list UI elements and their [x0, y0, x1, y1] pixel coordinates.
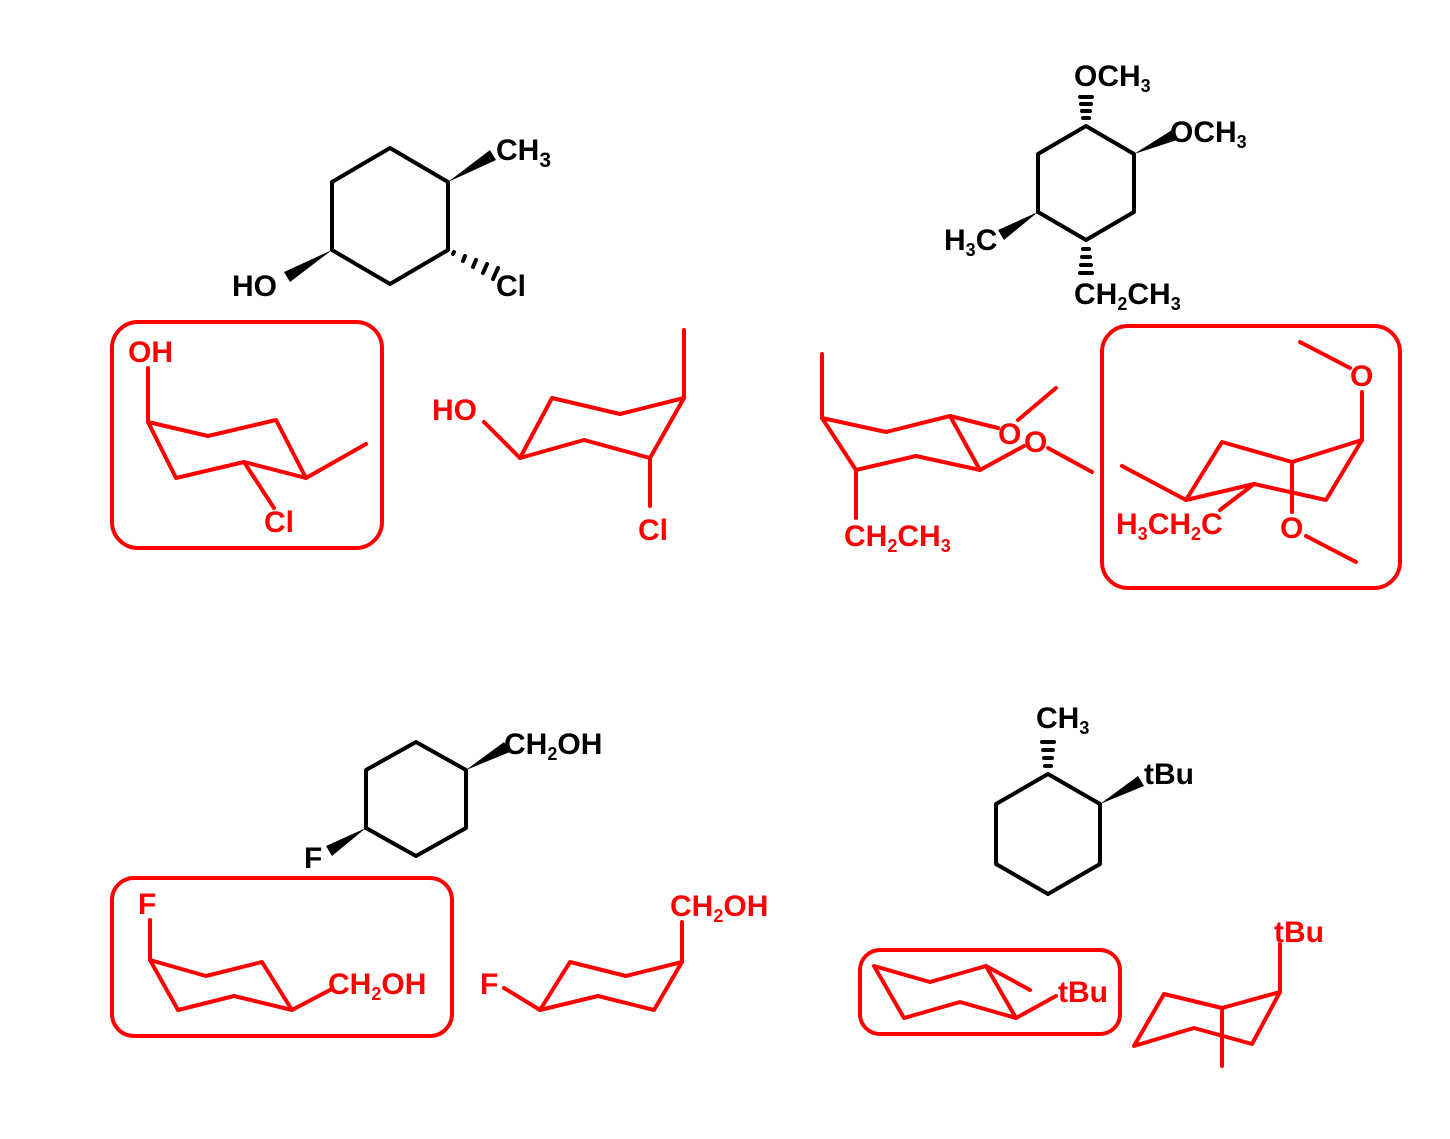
ch3-label: CH3 — [496, 134, 551, 172]
equatorial-bond-oh — [482, 420, 522, 460]
cl-label: Cl — [496, 270, 526, 303]
equatorial-bond-ch3 — [304, 442, 368, 480]
tbu-label: tBu — [1058, 976, 1108, 1009]
equatorial-bond-ch2oh — [290, 988, 332, 1012]
molecule-3-conformer-a: F CH2OH — [110, 876, 454, 1038]
oh-label: OH — [128, 336, 173, 369]
molecule-3-structure: CH2OH F — [304, 728, 602, 875]
ethyl-label: CH2CH3 — [1074, 278, 1181, 314]
bond-cl — [242, 460, 276, 510]
wedge-bond-ch3 — [448, 150, 496, 182]
wedge-bond-tbu — [1100, 776, 1144, 804]
tbu-label: tBu — [1144, 758, 1194, 791]
chair-ring — [1184, 438, 1364, 502]
hash-bond-ethyl — [1078, 247, 1094, 275]
molecule-4-structure: CH3 tBu — [994, 702, 1194, 896]
cl-label: Cl — [264, 506, 294, 539]
cl-label: Cl — [638, 514, 668, 547]
f-label: F — [304, 842, 322, 875]
ho-label: HO — [432, 394, 477, 427]
o1-label: O — [1350, 360, 1373, 393]
cyclohexane-ring — [994, 772, 1102, 896]
equatorial-bond-f — [502, 986, 542, 1012]
molecule-2-structure: OCH3 OCH3 H3C CH2CH3 — [944, 60, 1247, 314]
wedge-bond-oh — [284, 250, 332, 282]
och3-label-right: OCH3 — [1170, 116, 1247, 152]
ch2oh-label: CH2OH — [670, 890, 768, 926]
bond-ethyl — [1218, 482, 1256, 512]
cyclohexane-ring — [330, 146, 450, 286]
h3c-label: H3C — [944, 224, 997, 260]
f-label: F — [138, 888, 156, 921]
tbu-label: tBu — [1274, 916, 1324, 949]
bond-o2-methyl — [1304, 534, 1358, 564]
molecule-4-conformer-a: tBu — [858, 948, 1122, 1036]
cyclohexane-ring — [364, 740, 468, 858]
hash-bond-cl — [451, 250, 500, 281]
chair-ring — [538, 960, 684, 1012]
ch2oh-label: CH2OH — [504, 728, 602, 764]
wedge-bond-ch3 — [998, 212, 1038, 240]
bond-methyl — [1120, 464, 1188, 502]
bond-methyl — [984, 964, 1032, 992]
bond-o2 — [978, 444, 1026, 472]
ho-label: HO — [232, 270, 277, 303]
ch2oh-label: CH2OH — [328, 968, 426, 1004]
ethyl-label: H3CH2C — [1116, 508, 1223, 544]
bond-o1 — [948, 414, 1000, 430]
chair-ring — [820, 414, 982, 472]
chair-ring — [1132, 990, 1282, 1048]
o2-label: O — [1024, 426, 1047, 459]
hash-bond-ch3 — [1040, 740, 1056, 768]
molecule-1-conformer-b: HO Cl — [432, 328, 686, 547]
molecule-3-conformer-b: F CH2OH — [480, 890, 768, 1012]
equatorial-bond-tbu — [1014, 994, 1058, 1020]
bond-o2-methyl — [1046, 446, 1094, 474]
bond-o1-methyl — [1298, 340, 1352, 370]
molecule-1-conformer-a: OH Cl — [110, 320, 384, 550]
preferred-conformer-box — [858, 948, 1122, 1036]
ch3-label: CH3 — [1036, 702, 1089, 738]
o2-label: O — [1280, 512, 1303, 545]
hash-bond-och3-top — [1078, 95, 1094, 120]
chair-ring — [148, 958, 294, 1012]
cyclohexane-ring — [1036, 124, 1136, 242]
molecule-1-structure: CH3 Cl HO — [232, 134, 551, 303]
chair-ring — [518, 396, 686, 460]
och3-label-top: OCH3 — [1074, 60, 1151, 96]
wedge-bond-ch2oh — [466, 742, 510, 770]
preferred-conformer-box — [1100, 324, 1402, 590]
o1-label: O — [998, 418, 1021, 451]
chair-ring — [146, 418, 308, 480]
preferred-conformer-box — [110, 320, 384, 550]
wedge-bond-och3-right — [1134, 130, 1177, 154]
f-label: F — [480, 968, 498, 1001]
molecule-4-conformer-b: tBu — [1132, 916, 1324, 1068]
ethyl-label: CH2CH3 — [844, 520, 951, 556]
chair-ring — [872, 964, 1018, 1020]
molecule-2-conformer-a: O O CH2CH3 — [820, 352, 1094, 556]
preferred-conformer-box — [110, 876, 454, 1038]
wedge-bond-f — [326, 828, 366, 856]
bond-o1-methyl — [1016, 386, 1058, 422]
molecule-2-conformer-b: O O H3CH2C — [1100, 324, 1402, 590]
